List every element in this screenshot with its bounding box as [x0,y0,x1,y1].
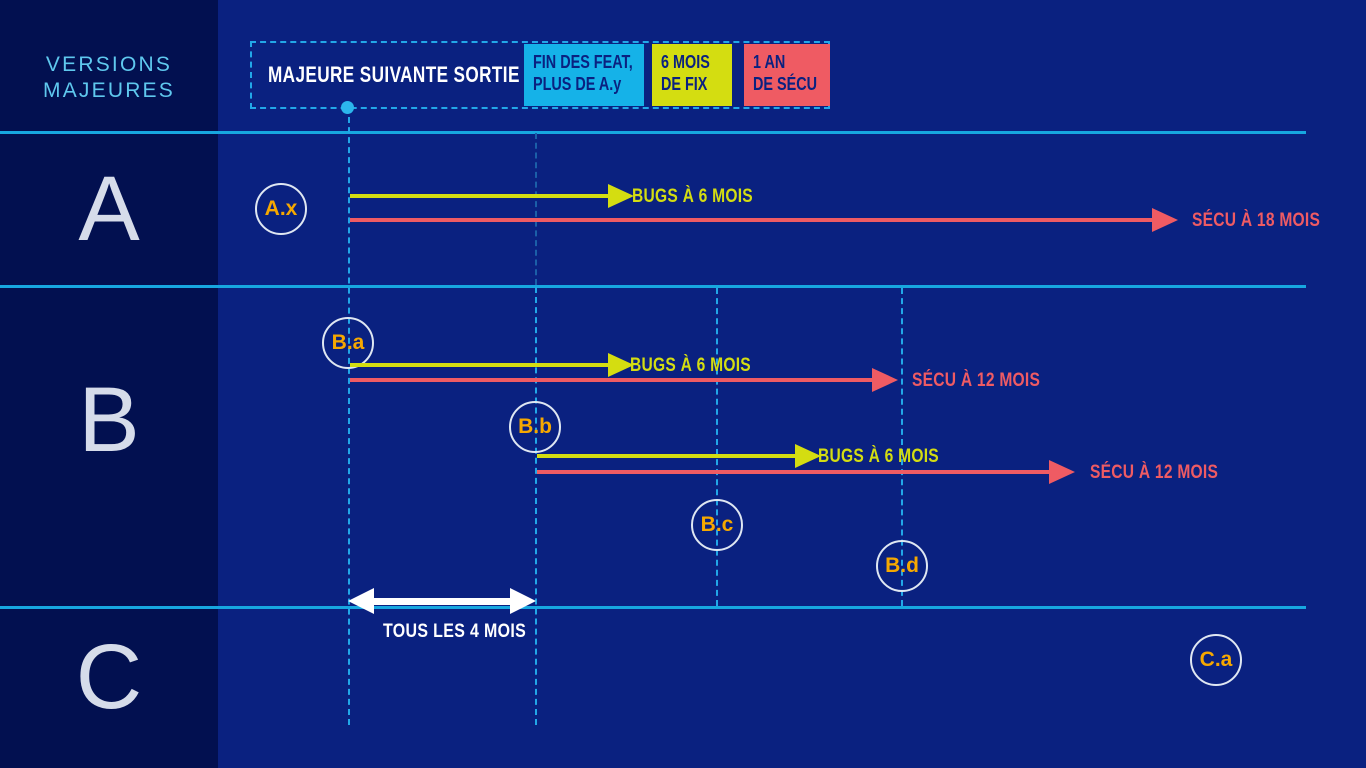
bar-a-bugs [350,194,612,198]
legend-badge-fixes[interactable]: 6 MOIS DE FIX [652,44,732,106]
cadence-arrow-right-icon [510,588,536,614]
label-bb-bugs: BUGS À 6 MOIS [818,446,939,467]
row-divider-a [0,131,1306,134]
timeline-guide-bc [716,288,718,606]
label-ba-bugs: BUGS À 6 MOIS [630,355,751,376]
bar-bb-secu [537,470,1053,474]
bar-ba-bugs [350,363,612,367]
next-release-label: MAJEURE SUIVANTE SORTIE : [268,62,532,87]
node-bb[interactable]: B.b [509,401,561,453]
bar-ba-secu [350,378,878,382]
bar-a-secu [350,218,1155,222]
arrow-ba-bugs-icon [608,353,634,377]
row-divider-b [0,285,1306,288]
legend-badge-security[interactable]: 1 AN DE SÉCU [744,44,830,106]
timeline-guide-2-upper [535,133,537,285]
versions-sidebar [0,0,218,768]
version-letter-b: B [78,369,140,471]
bar-bb-bugs [537,454,799,458]
timeline-guide-bd [901,288,903,606]
arrow-bb-secu-icon [1049,460,1075,484]
cadence-line [370,598,516,605]
arrow-ba-secu-icon [872,368,898,392]
node-ax[interactable]: A.x [255,183,307,235]
sidebar-heading-line2: MAJEURES [43,79,175,102]
label-a-bugs: BUGS À 6 MOIS [632,186,753,207]
node-ca[interactable]: C.a [1190,634,1242,686]
version-letter-a: A [78,158,140,260]
node-bc[interactable]: B.c [691,499,743,551]
sidebar-heading: VERSIONS MAJEURES [0,52,218,104]
row-divider-c [0,606,1306,609]
release-anchor-dot [341,101,354,114]
version-letter-c: C [75,626,143,728]
timeline-guide-1 [348,107,350,725]
cadence-arrow-left-icon [348,588,374,614]
arrow-bb-bugs-icon [795,444,821,468]
arrow-a-secu-icon [1152,208,1178,232]
legend-badge-features[interactable]: FIN DES FEAT, PLUS DE A.y [524,44,644,106]
sidebar-heading-line1: VERSIONS [45,53,173,76]
label-bb-secu: SÉCU À 12 MOIS [1090,462,1219,483]
cadence-label: TOUS LES 4 MOIS [383,621,527,642]
timeline-guide-2 [535,287,537,725]
node-bd[interactable]: B.d [876,540,928,592]
arrow-a-bugs-icon [608,184,634,208]
label-a-secu: SÉCU À 18 MOIS [1192,210,1321,231]
node-ba[interactable]: B.a [322,317,374,369]
label-ba-secu: SÉCU À 12 MOIS [912,370,1041,391]
